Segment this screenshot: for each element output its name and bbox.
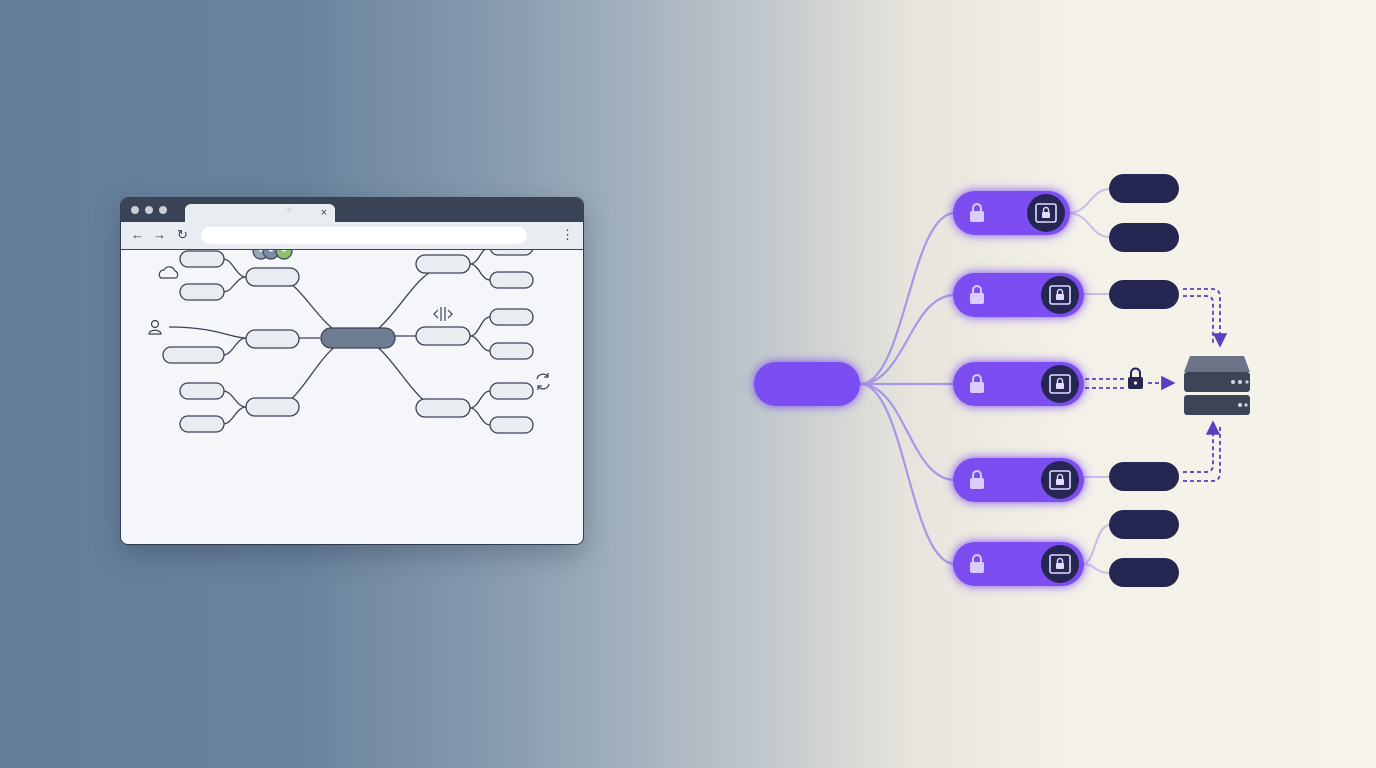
lock-icon [970, 285, 984, 304]
connector-line [469, 390, 491, 409]
source-node[interactable] [754, 362, 860, 406]
secure-node[interactable] [953, 458, 1084, 502]
connector-line [859, 211, 956, 386]
output-node[interactable] [1109, 510, 1179, 539]
branch-node[interactable] [245, 329, 300, 349]
window-close-dot[interactable] [131, 206, 139, 214]
server-icon [1184, 356, 1250, 415]
lock-icon [1128, 367, 1143, 389]
connector-line [859, 382, 956, 482]
dashed-line [1183, 424, 1221, 482]
connector-line [222, 258, 247, 278]
connector-line [1082, 563, 1111, 574]
window-minimize-dot[interactable] [145, 206, 153, 214]
connector-line [168, 326, 247, 339]
connector-line [469, 263, 491, 281]
connector-line [222, 276, 247, 293]
central-node[interactable] [320, 327, 396, 349]
leaf-node[interactable] [162, 346, 225, 364]
output-node[interactable] [1109, 223, 1179, 252]
leaf-node[interactable] [179, 382, 225, 400]
address-bar[interactable] [201, 227, 527, 244]
leaf-node[interactable] [489, 342, 534, 360]
output-node[interactable] [1109, 280, 1179, 309]
dashed-arrow [1183, 420, 1221, 473]
browser-tab[interactable]: × [185, 204, 335, 222]
connector-line [469, 335, 491, 352]
connector-line [469, 316, 491, 337]
reload-icon[interactable]: ↻ [177, 227, 188, 242]
title-bar: × + [121, 198, 583, 222]
secure-node[interactable] [953, 191, 1070, 235]
connector-line [1067, 212, 1111, 238]
connector-line [859, 293, 956, 386]
back-icon[interactable]: ← [131, 227, 144, 242]
forward-icon[interactable]: → [153, 227, 166, 242]
leaf-node[interactable] [179, 283, 225, 301]
browser-toolbar: ← → ↻ ⋮ [121, 222, 583, 250]
sync-icon [536, 373, 550, 390]
dashed-arrow [1183, 288, 1228, 348]
code-icon [433, 307, 453, 321]
vault-icon [1027, 194, 1065, 232]
connector-line [859, 382, 956, 566]
new-tab-icon[interactable]: + [285, 202, 293, 217]
branch-node[interactable] [245, 397, 300, 417]
browser-window: × + ← → ↻ ⋮ [121, 198, 583, 544]
secure-node[interactable] [953, 273, 1084, 317]
output-node[interactable] [1109, 558, 1179, 587]
output-node[interactable] [1109, 174, 1179, 203]
connector-line [469, 407, 491, 426]
lock-icon [970, 203, 984, 222]
secure-node[interactable] [953, 362, 1084, 406]
vault-icon [1041, 365, 1079, 403]
tab-close-icon[interactable]: × [320, 207, 327, 219]
menu-icon[interactable]: ⋮ [561, 227, 574, 242]
leaf-node[interactable] [489, 271, 534, 289]
output-node[interactable] [1109, 462, 1179, 491]
vault-icon [1041, 276, 1079, 314]
leaf-node[interactable] [489, 382, 534, 400]
branch-node[interactable] [415, 254, 471, 274]
lock-icon [970, 374, 984, 393]
leaf-node[interactable] [489, 308, 534, 326]
connector-line [222, 406, 247, 425]
window-maximize-dot[interactable] [159, 206, 167, 214]
leaf-node[interactable] [179, 250, 225, 268]
lock-icon [970, 470, 984, 489]
leaf-node[interactable] [179, 415, 225, 433]
branch-node[interactable] [415, 398, 471, 418]
secure-node[interactable] [953, 542, 1084, 586]
branch-node[interactable] [245, 267, 300, 287]
connector-line [222, 390, 247, 408]
branch-node[interactable] [415, 326, 471, 346]
user-icon [148, 319, 162, 335]
cloud-icon [158, 266, 179, 279]
dashed-line [1183, 295, 1214, 344]
vault-icon [1041, 461, 1079, 499]
connector-line [1067, 188, 1111, 214]
vault-icon [1041, 545, 1079, 583]
lock-icon [970, 554, 984, 573]
leaf-node[interactable] [489, 416, 534, 434]
connector-line [1082, 524, 1111, 565]
